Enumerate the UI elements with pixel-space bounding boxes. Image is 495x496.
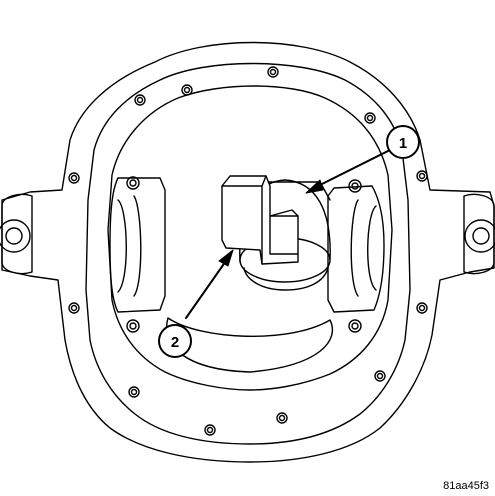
callout-2-label: 2 (171, 334, 179, 351)
leader-line-1 (305, 149, 391, 194)
housing-inner-flange (85, 62, 411, 445)
differential-cavity (107, 85, 393, 391)
callout-2: 2 (158, 324, 192, 358)
callout-1-label: 1 (399, 135, 407, 152)
housing-outer-flange (1, 41, 495, 463)
flange-bolt-holes (68, 66, 428, 436)
leader-line-2 (185, 249, 234, 319)
pinion-bore-ring (165, 317, 334, 373)
figure-id-label: 81aa45f3 (443, 480, 489, 492)
left-axle-boss (0, 193, 33, 275)
left-bearing-cap (109, 176, 166, 333)
right-axle-boss (463, 193, 495, 275)
callout-1: 1 (386, 125, 420, 159)
handle-block (221, 175, 299, 265)
right-bearing-cap (327, 179, 385, 333)
